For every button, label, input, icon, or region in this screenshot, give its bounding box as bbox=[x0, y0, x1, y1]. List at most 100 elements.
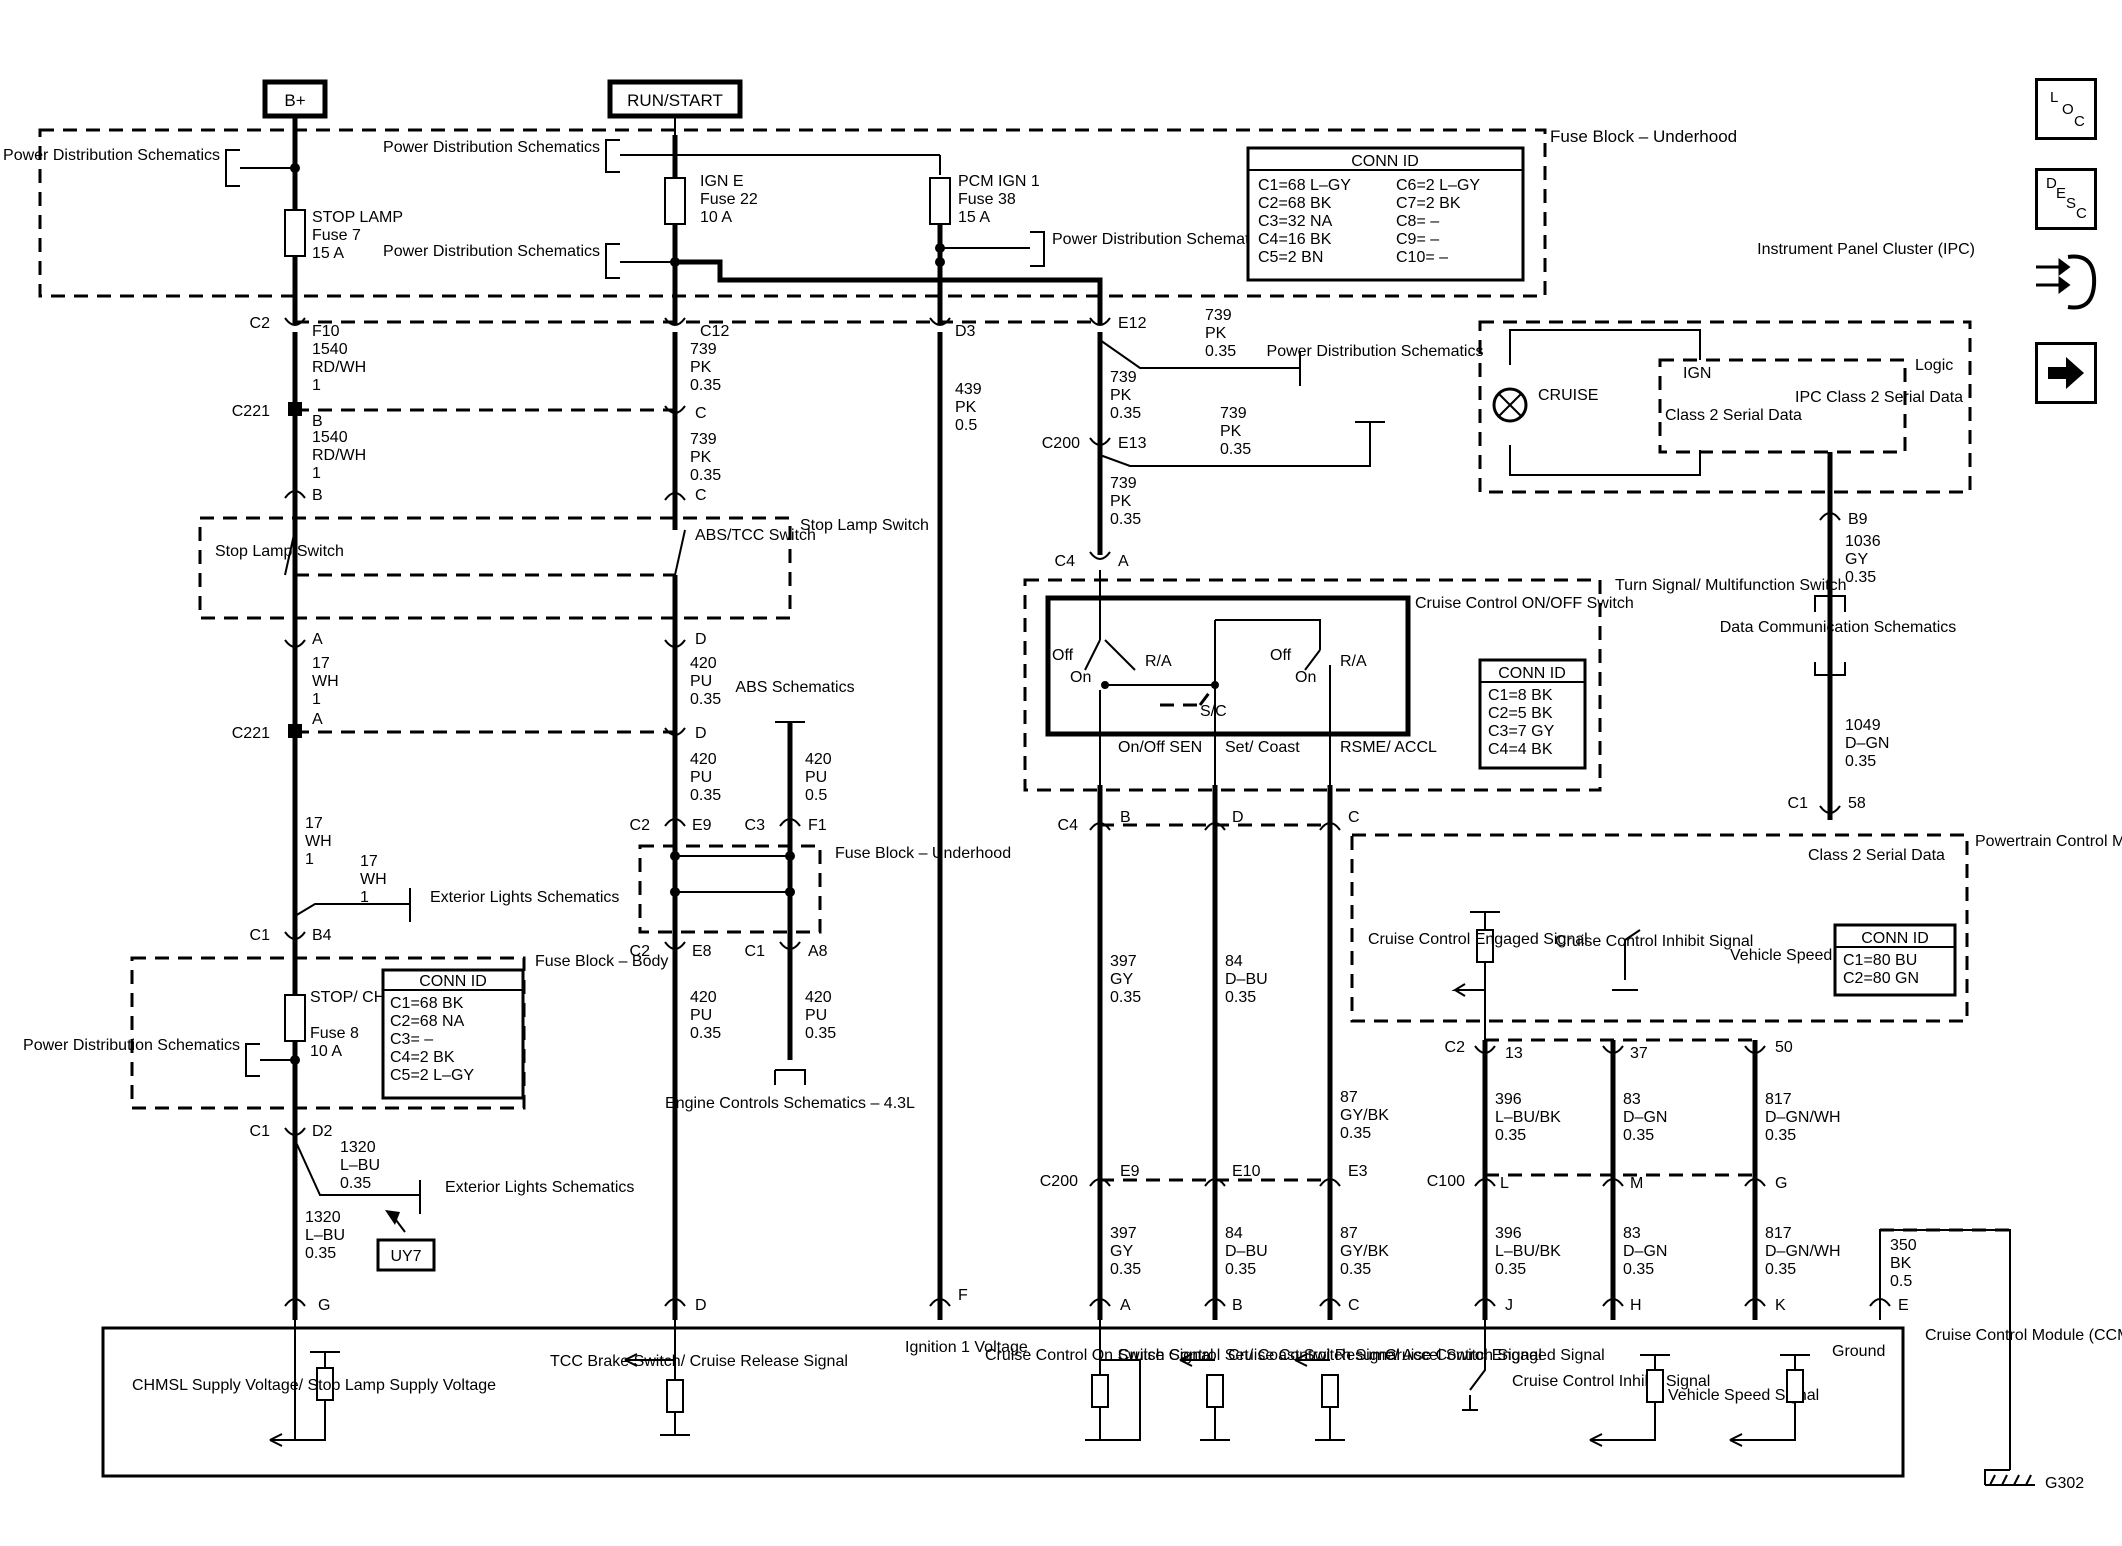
svg-text:396: 396 bbox=[1495, 1091, 1522, 1108]
ccm-tcc-circuit: TCC Brake Switch/ Cruise Release Signal bbox=[550, 1320, 848, 1436]
loc-button[interactable]: L O C bbox=[2035, 78, 2097, 140]
ipc-title: Instrument Panel Cluster (IPC) bbox=[1757, 241, 1975, 258]
svg-text:C6=2 L–GY: C6=2 L–GY bbox=[1396, 177, 1480, 194]
connector-c221: C221 bbox=[232, 403, 270, 420]
svg-text:0.35: 0.35 bbox=[1623, 1127, 1654, 1144]
svg-text:1036: 1036 bbox=[1845, 533, 1881, 550]
svg-text:PK: PK bbox=[1220, 423, 1242, 440]
ground-g302-icon bbox=[1984, 1469, 2035, 1486]
svg-text:C1: C1 bbox=[1788, 795, 1809, 812]
ccm-res-circuit bbox=[1294, 1353, 1345, 1441]
svg-text:397: 397 bbox=[1110, 953, 1137, 970]
svg-text:10 A: 10 A bbox=[310, 1043, 342, 1060]
engine-controls-schematics[interactable]: Engine Controls Schematics – 4.3L bbox=[665, 1095, 915, 1112]
multifunction-switch-title: Turn Signal/ Multifunction Switch bbox=[1615, 577, 1847, 594]
svg-text:58: 58 bbox=[1848, 795, 1866, 812]
svg-text:0.35: 0.35 bbox=[805, 1025, 836, 1042]
svg-text:0.35: 0.35 bbox=[1110, 511, 1141, 528]
svg-text:On/Off SEN: On/Off SEN bbox=[1118, 739, 1202, 756]
svg-text:Class 2 Serial Data: Class 2 Serial Data bbox=[1665, 407, 1802, 424]
svg-text:1049: 1049 bbox=[1845, 717, 1881, 734]
stop-chmsl-fuse bbox=[284, 994, 306, 1042]
svg-text:C200: C200 bbox=[1040, 1173, 1078, 1190]
svg-text:0.35: 0.35 bbox=[1765, 1261, 1796, 1278]
svg-text:84: 84 bbox=[1225, 1225, 1243, 1242]
svg-text:C4=16 BK: C4=16 BK bbox=[1258, 231, 1332, 248]
svg-text:397: 397 bbox=[1110, 1225, 1137, 1242]
svg-text:Cruise Control Inhibit Signal: Cruise Control Inhibit Signal bbox=[1555, 933, 1753, 950]
svg-text:GY: GY bbox=[1110, 971, 1133, 988]
loc-l: L bbox=[2050, 89, 2059, 106]
svg-text:PK: PK bbox=[690, 449, 712, 466]
svg-text:E: E bbox=[1898, 1297, 1909, 1314]
svg-text:WH: WH bbox=[305, 833, 332, 850]
ccm-ground-label: Ground bbox=[1832, 1343, 1885, 1360]
abs-schematics[interactable]: ABS Schematics bbox=[735, 679, 854, 696]
svg-text:C1: C1 bbox=[250, 927, 271, 944]
svg-text:C5=2 L–GY: C5=2 L–GY bbox=[390, 1067, 474, 1084]
svg-text:84: 84 bbox=[1225, 953, 1243, 970]
svg-text:C2=80 GN: C2=80 GN bbox=[1843, 970, 1919, 987]
source-bplus-label: B+ bbox=[284, 91, 305, 110]
svg-text:420: 420 bbox=[690, 655, 717, 672]
fuse-block-underhood-2-label: Fuse Block – Underhood bbox=[835, 845, 1011, 862]
pds-4[interactable]: Power Distribution Schematics bbox=[1052, 231, 1269, 248]
svg-text:420: 420 bbox=[805, 989, 832, 1006]
pds-e12[interactable]: Power Distribution Schematics bbox=[1267, 343, 1484, 360]
data-communication-schematics[interactable]: Data Communication Schematics bbox=[1720, 619, 1957, 636]
svg-text:IPC Class 2 Serial Data: IPC Class 2 Serial Data bbox=[1795, 389, 1963, 406]
svg-text:1: 1 bbox=[305, 851, 314, 868]
svg-text:E9: E9 bbox=[1120, 1163, 1140, 1180]
exterior-lights-2[interactable]: Exterior Lights Schematics bbox=[445, 1179, 634, 1196]
svg-text:739: 739 bbox=[690, 341, 717, 358]
svg-text:37: 37 bbox=[1630, 1045, 1648, 1062]
pds-1[interactable]: Power Distribution Schematics bbox=[3, 147, 220, 164]
pcm-conn-id: CONN ID C1=80 BU C2=80 GN bbox=[1833, 923, 1957, 997]
svg-text:0.35: 0.35 bbox=[305, 1245, 336, 1262]
stop-lamp-switch-label: Stop Lamp Switch bbox=[215, 543, 344, 560]
svg-text:Cruise Control Engaged Signal: Cruise Control Engaged Signal bbox=[1368, 931, 1588, 948]
svg-text:C2: C2 bbox=[630, 817, 651, 834]
svg-text:C3: C3 bbox=[745, 817, 766, 834]
ccm-vss-label: Vehicle Speed Signal bbox=[1668, 1387, 1819, 1404]
source-bplus[interactable]: B+ bbox=[262, 79, 328, 119]
pds-3[interactable]: Power Distribution Schematics bbox=[383, 243, 600, 260]
svg-text:RD/WH: RD/WH bbox=[312, 447, 366, 464]
svg-text:C2=68 NA: C2=68 NA bbox=[390, 1013, 465, 1030]
svg-text:0.35: 0.35 bbox=[690, 691, 721, 708]
svg-text:WH: WH bbox=[360, 871, 387, 888]
svg-text:1540: 1540 bbox=[312, 341, 348, 358]
svg-text:0.35: 0.35 bbox=[1110, 1261, 1141, 1278]
next-arrow-button[interactable] bbox=[2035, 342, 2097, 404]
exterior-lights-1[interactable]: Exterior Lights Schematics bbox=[430, 889, 619, 906]
svg-text:PU: PU bbox=[805, 1007, 827, 1024]
desc-button[interactable]: D E S C bbox=[2035, 168, 2097, 230]
stop-lamp-fuse-label: STOP LAMP bbox=[312, 209, 403, 226]
svg-text:739: 739 bbox=[1220, 405, 1247, 422]
svg-text:0.35: 0.35 bbox=[1205, 343, 1236, 360]
cruise-switch-label: Cruise Control ON/OFF Switch bbox=[1415, 595, 1634, 612]
svg-text:739: 739 bbox=[1110, 475, 1137, 492]
fuse-block-body-label: Fuse Block – Body bbox=[535, 953, 668, 970]
source-run-start[interactable]: RUN/START bbox=[607, 79, 743, 119]
svg-text:K: K bbox=[1775, 1297, 1786, 1314]
svg-text:C1=80 BU: C1=80 BU bbox=[1843, 952, 1917, 969]
pds-body[interactable]: Power Distribution Schematics bbox=[23, 1037, 240, 1054]
svg-text:C2: C2 bbox=[250, 315, 271, 332]
svg-text:D–GN: D–GN bbox=[1623, 1243, 1667, 1260]
svg-text:C3=7 GY: C3=7 GY bbox=[1488, 723, 1555, 740]
svg-text:H: H bbox=[1630, 1297, 1642, 1314]
svg-text:D: D bbox=[695, 1297, 707, 1314]
svg-text:C: C bbox=[695, 487, 707, 504]
svg-text:C1=8 BK: C1=8 BK bbox=[1488, 687, 1553, 704]
svg-text:0.35: 0.35 bbox=[340, 1175, 371, 1192]
svg-text:D–BU: D–BU bbox=[1225, 971, 1268, 988]
pcm-title: Powertrain Control Module (PCM) bbox=[1975, 833, 2122, 850]
pds-2[interactable]: Power Distribution Schematics bbox=[383, 139, 600, 156]
svg-text:G: G bbox=[1775, 1175, 1787, 1192]
svg-text:0.35: 0.35 bbox=[1225, 989, 1256, 1006]
connector-view-icon[interactable] bbox=[2030, 245, 2102, 325]
svg-text:Fuse 8: Fuse 8 bbox=[310, 1025, 359, 1042]
svg-text:C1: C1 bbox=[745, 943, 766, 960]
connector-c2-f10: C2 F10 bbox=[250, 315, 340, 340]
